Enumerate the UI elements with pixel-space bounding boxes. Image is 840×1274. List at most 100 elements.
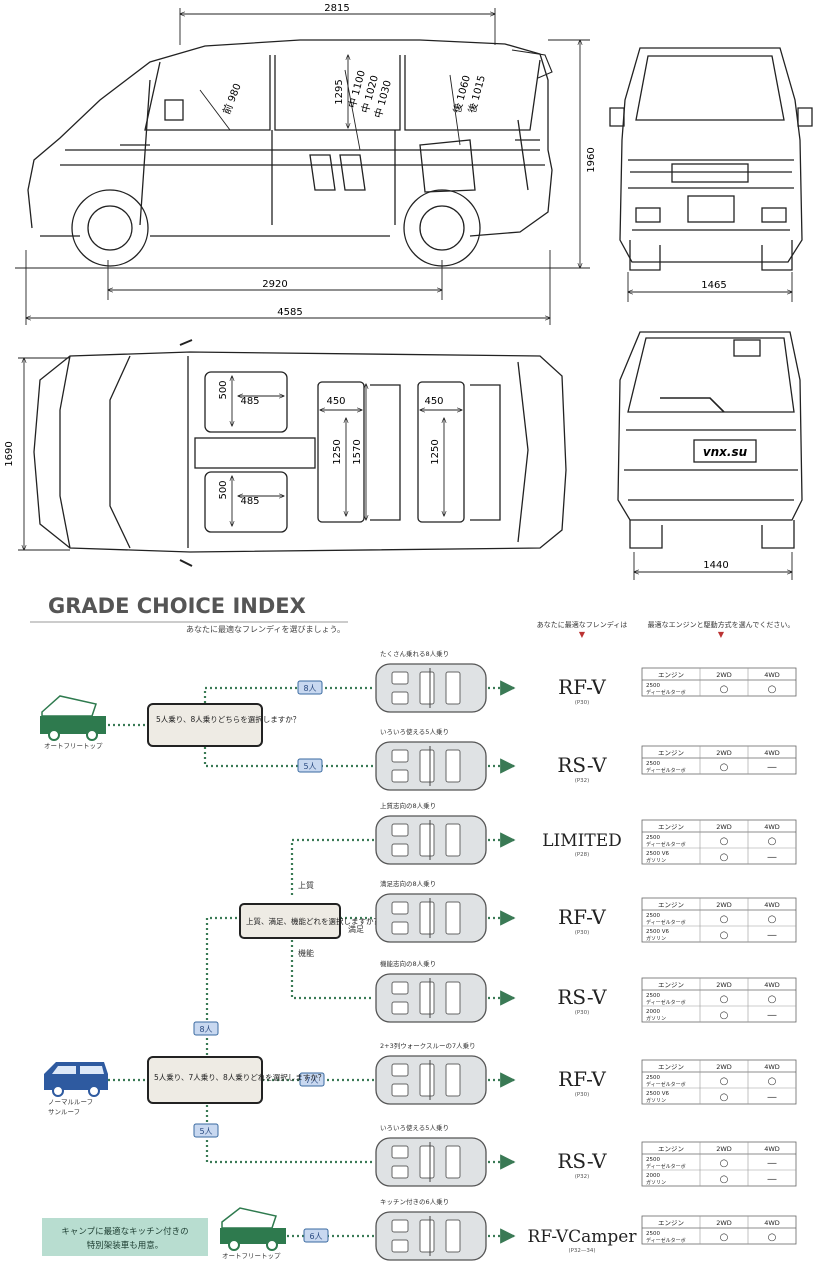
svg-text:特別架装車も用意。: 特別架装車も用意。 — [87, 1240, 164, 1251]
top-dimension-lines — [18, 358, 462, 550]
grade-name: RS-V — [557, 753, 607, 777]
availability-4wd: ○ — [768, 684, 777, 695]
index-title: GRADE CHOICE INDEX — [48, 594, 306, 618]
table-head-engine: エンジン — [658, 749, 684, 757]
engine-displacement: 2500 — [646, 761, 660, 767]
availability-4wd: — — [767, 1010, 777, 1021]
dim-1960: 1960 — [586, 147, 597, 172]
side-dimension-lines — [15, 8, 590, 325]
engine-type: ディーゼルターボ — [646, 999, 686, 1006]
availability-2wd: ○ — [720, 1010, 729, 1021]
table-head-2wd: 2WD — [716, 749, 732, 757]
dim-2815: 2815 — [324, 3, 349, 14]
svg-text:上質、満足、機能どれを選択しますか？: 上質、満足、機能どれを選択しますか？ — [246, 916, 381, 926]
availability-2wd: ○ — [720, 1174, 729, 1185]
engine-displacement: 2500 — [646, 835, 660, 841]
badge-5-auto: 5人 — [297, 758, 323, 773]
branch-label-manzoku: 満足 — [348, 925, 364, 934]
seat-layout-caption: いろいろ使える5人乗り — [380, 1123, 449, 1132]
engine-displacement: 2500 V6 — [646, 851, 670, 857]
svg-text:5人: 5人 — [303, 762, 316, 771]
grade-page-ref: (P32—34) — [568, 1248, 595, 1254]
availability-4wd: — — [767, 930, 777, 941]
engine-displacement: 2500 V6 — [646, 929, 670, 935]
availability-2wd: ○ — [720, 1092, 729, 1103]
table-head-engine: エンジン — [658, 1145, 684, 1153]
grade-name: RS-V — [557, 985, 607, 1009]
badge-7-normal: 7人 — [299, 1072, 325, 1087]
badge-6-camper: 6人 — [303, 1228, 329, 1243]
engine-type: ディーゼルターボ — [646, 841, 686, 848]
table-head-4wd: 4WD — [764, 1145, 780, 1153]
dim-1250-b: 1250 — [430, 439, 441, 464]
engine-column-marker: ▼ — [718, 630, 725, 639]
grade-page-ref: (P30) — [575, 700, 590, 706]
engine-type: ディーゼルターボ — [646, 689, 686, 696]
availability-4wd: — — [767, 762, 777, 773]
table-head-engine: エンジン — [658, 1063, 684, 1071]
front-view-drawing — [609, 47, 813, 271]
grade-column-heading: あなたに最適なフレンディは — [537, 620, 628, 629]
seat-layout-thumbnail — [375, 1137, 487, 1187]
availability-4wd: — — [767, 852, 777, 863]
table-head-4wd: 4WD — [764, 901, 780, 909]
engine-displacement: 2000 — [646, 1009, 660, 1015]
engine-type: ガソリン — [646, 1179, 666, 1186]
availability-2wd: ○ — [720, 684, 729, 695]
dim-485-b: 485 — [240, 496, 259, 507]
auto-free-top-van-icon — [40, 695, 106, 741]
grade-name: RF-V — [558, 905, 606, 929]
grade-name: LIMITED — [542, 831, 622, 851]
table-head-4wd: 4WD — [764, 981, 780, 989]
table-head-engine: エンジン — [658, 671, 684, 679]
availability-4wd: — — [767, 1158, 777, 1169]
engine-type: ディーゼルターボ — [646, 1081, 686, 1088]
camper-note-box: キャンプに最適なキッチン付きの 特別架装車も用意。 — [42, 1218, 208, 1256]
availability-2wd: ○ — [720, 1232, 729, 1243]
availability-2wd: ○ — [720, 852, 729, 863]
rear-dimension-lines — [634, 552, 792, 580]
seat-layout-caption: 満足志向の8人乗り — [380, 879, 436, 888]
engine-type: ガソリン — [646, 1015, 666, 1022]
index-subtitle: あなたに最適なフレンディを選びましょう。 — [186, 624, 345, 634]
svg-text:8人: 8人 — [303, 684, 316, 693]
auto-free-top-label: オートフリートップ — [44, 742, 103, 750]
grade-page-ref: (P30) — [575, 1092, 590, 1098]
grade-name: RF-V — [558, 1067, 606, 1091]
table-head-engine: エンジン — [658, 901, 684, 909]
dim-4585: 4585 — [277, 307, 302, 318]
table-head-4wd: 4WD — [764, 749, 780, 757]
table-head-engine: エンジン — [658, 981, 684, 989]
branch-label-joshitsu: 上質 — [298, 880, 314, 890]
svg-text:キャンプに最適なキッチン付きの: キャンプに最適なキッチン付きの — [61, 1226, 188, 1237]
grade-page-ref: (P32) — [575, 1174, 590, 1180]
engine-displacement: 2500 V6 — [646, 1091, 670, 1097]
engine-displacement: 2500 — [646, 1157, 660, 1163]
dim-500-a: 500 — [218, 380, 229, 399]
availability-4wd: — — [767, 1092, 777, 1103]
table-head-2wd: 2WD — [716, 671, 732, 679]
dim-2920: 2920 — [262, 279, 287, 290]
dim-1690: 1690 — [4, 441, 15, 466]
engine-type: ディーゼルターボ — [646, 1237, 686, 1244]
badge-5-normal: 5人 — [193, 1123, 219, 1138]
question-box-quality: 上質、満足、機能どれを選択しますか？ — [239, 903, 381, 939]
dim-450-b: 450 — [424, 396, 443, 407]
question-box-normal-roof: 5人乗り、7人乗り、8人乗りどれを選択しますか？ — [147, 1056, 325, 1104]
table-head-2wd: 2WD — [716, 823, 732, 831]
grade-name: RF-V — [558, 675, 606, 699]
seat-layout-caption: たくさん乗れる8人乗り — [380, 649, 449, 658]
availability-2wd: ○ — [720, 914, 729, 925]
availability-2wd: ○ — [720, 994, 729, 1005]
